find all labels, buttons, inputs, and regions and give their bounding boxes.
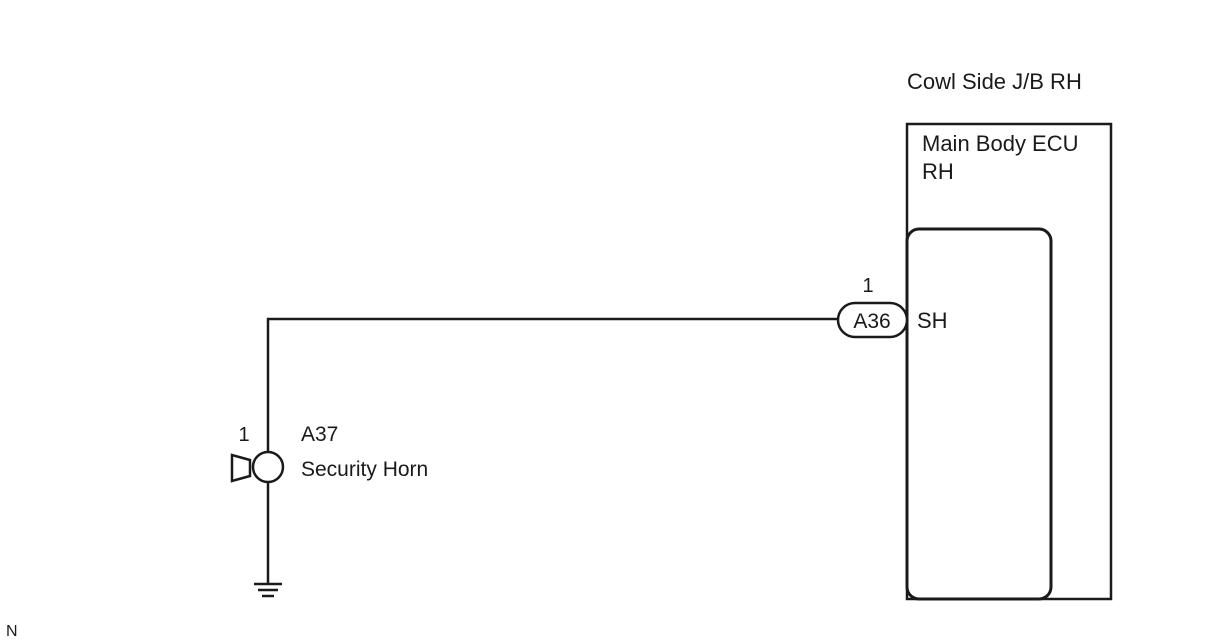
- footer-mark: N: [6, 623, 18, 640]
- junction-block-box: [905, 122, 1113, 601]
- horn-pin: 1: [238, 424, 249, 446]
- connector-a36-code: A36: [853, 310, 890, 333]
- horn-bell-icon: [230, 453, 252, 483]
- horn-body-icon: [251, 450, 285, 484]
- signal-wire: [266, 317, 838, 452]
- ecu-name-line1: Main Body ECU: [922, 131, 1079, 156]
- horn-icon: [230, 450, 285, 484]
- ecu-box: [905, 227, 1053, 601]
- ecu-name-line2: RH: [922, 159, 954, 184]
- connector-a36-pin: 1: [862, 275, 873, 297]
- junction-block-title: Cowl Side J/B RH: [907, 69, 1082, 94]
- horn-connector-code: A37: [301, 423, 338, 446]
- ground-icon: [254, 582, 282, 598]
- ecu-terminal-label: SH: [917, 308, 948, 333]
- horn-name: Security Horn: [301, 458, 428, 481]
- connector-a36: [836, 301, 909, 339]
